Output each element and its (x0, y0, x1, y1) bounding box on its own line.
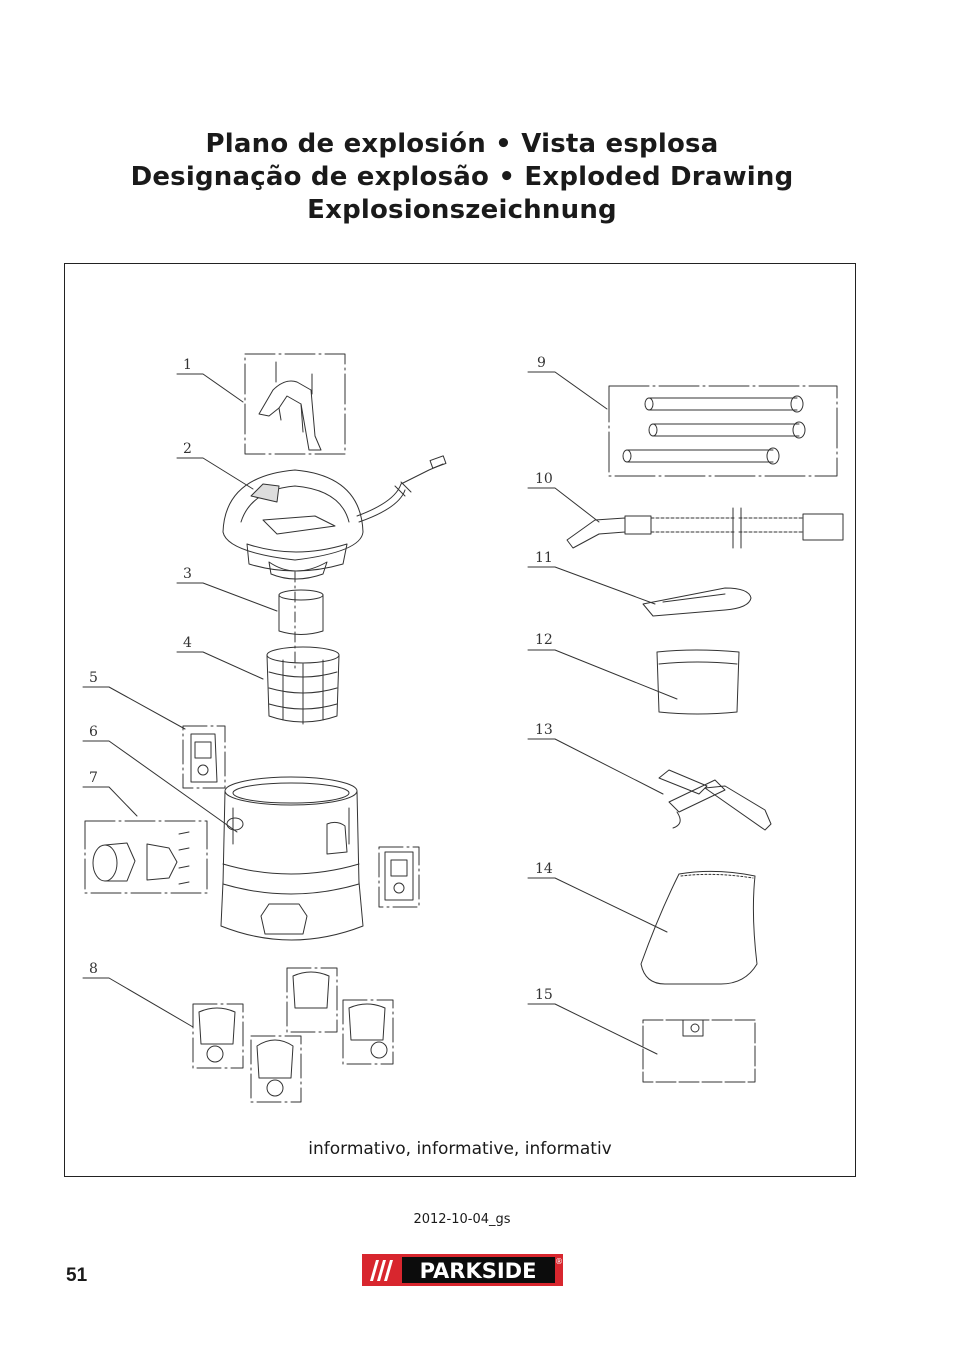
part-label-8: 8 (82, 961, 194, 1028)
container-icon (220, 776, 364, 941)
svg-text:1: 1 (183, 357, 192, 373)
cartridge-filter-icon (656, 649, 740, 715)
page-title: Plano de explosión • Vista esplosa Desig… (0, 128, 924, 227)
part-label-5: 5 (82, 670, 186, 730)
part-label-3: 3 (176, 566, 278, 612)
latch-clip-icon (182, 725, 226, 789)
title-line-1: Plano de explosión • Vista esplosa (205, 129, 719, 159)
title-line-3: Explosionszeichnung (307, 195, 617, 225)
part-label-4: 4 (176, 635, 264, 680)
part-label-13: 13 (527, 722, 664, 795)
crevice-nozzle-icon (642, 587, 752, 617)
svg-text:10: 10 (535, 471, 553, 487)
svg-text:4: 4 (183, 635, 192, 651)
foam-filter-icon (278, 589, 324, 635)
castor-wheel-icon (192, 967, 394, 1103)
logo-registered-mark: ® (555, 1257, 563, 1266)
svg-text:9: 9 (537, 355, 546, 371)
exploded-drawing: 1 2 3 4 5 6 7 8 9 10 11 12 13 14 15 (82, 353, 844, 1103)
page-number: 51 (66, 1265, 88, 1286)
svg-text:6: 6 (89, 724, 98, 740)
floor-nozzle-icon (658, 769, 772, 831)
motor-head-icon (222, 455, 447, 580)
part-label-14: 14 (527, 861, 668, 933)
part-label-6: 6 (82, 724, 238, 833)
svg-text:11: 11 (535, 550, 553, 566)
svg-text:3: 3 (183, 566, 192, 582)
svg-text:2: 2 (183, 441, 192, 457)
svg-text:7: 7 (89, 770, 98, 786)
informative-note: informativo, informative, informativ (308, 1139, 612, 1159)
suction-hose-icon (566, 507, 844, 549)
part-label-1: 1 (176, 357, 244, 403)
part-label-11: 11 (527, 550, 656, 605)
svg-text:15: 15 (535, 987, 553, 1003)
carry-handle-icon (244, 353, 346, 455)
part-label-10: 10 (527, 471, 600, 523)
svg-text:5: 5 (89, 670, 98, 686)
part-label-9: 9 (527, 355, 608, 410)
svg-text:13: 13 (535, 722, 553, 738)
exploded-drawing-frame: 1 2 3 4 5 6 7 8 9 10 11 12 13 14 15 (64, 263, 856, 1177)
date-code: 2012-10-04_gs (413, 1212, 511, 1227)
dust-bag-icon (642, 1019, 756, 1083)
hose-connector-icon (84, 820, 208, 894)
latch-clip-side-icon (378, 846, 420, 908)
extension-tubes-icon (608, 385, 838, 477)
title-line-2: Designação de explosão • Exploded Drawin… (130, 162, 794, 192)
part-label-7: 7 (82, 770, 138, 817)
part-label-12: 12 (527, 632, 678, 700)
parkside-logo: PARKSIDE ® (362, 1254, 563, 1286)
logo-text: PARKSIDE (420, 1259, 537, 1283)
svg-text:12: 12 (535, 632, 553, 648)
svg-text:14: 14 (535, 861, 553, 877)
filter-cage-icon (266, 646, 340, 725)
svg-text:8: 8 (89, 961, 98, 977)
part-label-2: 2 (176, 441, 254, 490)
part-label-15: 15 (527, 987, 658, 1055)
filter-bag-icon (640, 870, 758, 985)
